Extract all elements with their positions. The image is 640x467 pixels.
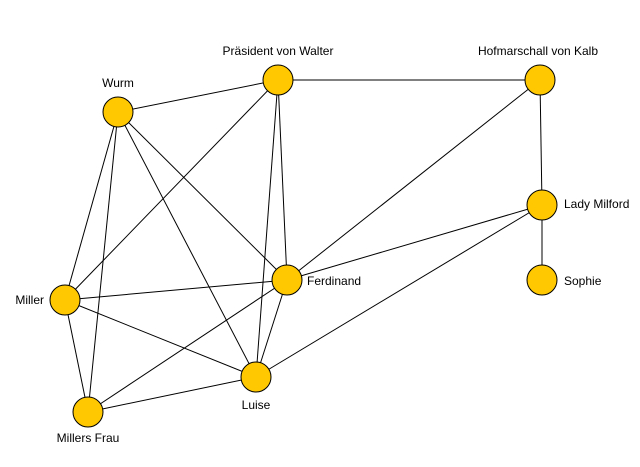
node-label-lady: Lady Milford — [564, 197, 629, 211]
edge-miller-luise — [64, 299, 257, 378]
edge-miller-ferdinand — [64, 279, 288, 301]
edge-hofmarschall-lady — [539, 79, 543, 206]
edge-wurm-praesident — [117, 79, 279, 113]
node-label-praesident: Präsident von Walter — [223, 44, 334, 58]
node-label-sophie: Sophie — [564, 274, 602, 288]
edge-wurm-miller — [64, 111, 119, 301]
node-label-miller: Miller — [15, 293, 44, 307]
edges-layer — [64, 79, 543, 413]
node-label-ferdinand: Ferdinand — [307, 274, 361, 288]
labels-layer: Präsident von Walter Hofmarschall von Kal… — [15, 44, 629, 445]
node-praesident — [262, 64, 294, 96]
node-ferdinand — [271, 264, 303, 296]
node-sophie — [526, 264, 558, 296]
edge-praesident-luise — [255, 79, 279, 378]
edge-praesident-ferdinand — [277, 79, 288, 281]
node-label-hofmarschall: Hofmarschall von Kalb — [478, 44, 598, 58]
node-wurm — [102, 96, 134, 128]
edge-praesident-miller — [64, 79, 279, 301]
edge-ferdinand-luise — [255, 279, 288, 378]
edge-hofmarschall-ferdinand — [286, 79, 541, 281]
node-label-millersfrau: Millers Frau — [57, 431, 120, 445]
edge-wurm-ferdinand — [117, 111, 288, 281]
node-millersfrau — [72, 396, 104, 428]
edge-wurm-millersfrau — [87, 111, 119, 413]
node-miller — [49, 284, 81, 316]
node-label-luise: Luise — [242, 398, 271, 412]
edge-ferdinand-millersfrau — [87, 279, 288, 413]
edge-luise-millersfrau — [87, 376, 257, 413]
nodes-layer — [49, 64, 558, 428]
node-hofmarschall — [524, 64, 556, 96]
node-luise — [240, 361, 272, 393]
edge-lady-luise — [255, 204, 543, 378]
node-label-wurm: Wurm — [102, 76, 134, 90]
node-lady — [526, 189, 558, 221]
edge-miller-millersfrau — [64, 299, 89, 413]
edge-lady-ferdinand — [286, 204, 543, 281]
edge-wurm-luise — [117, 111, 257, 378]
